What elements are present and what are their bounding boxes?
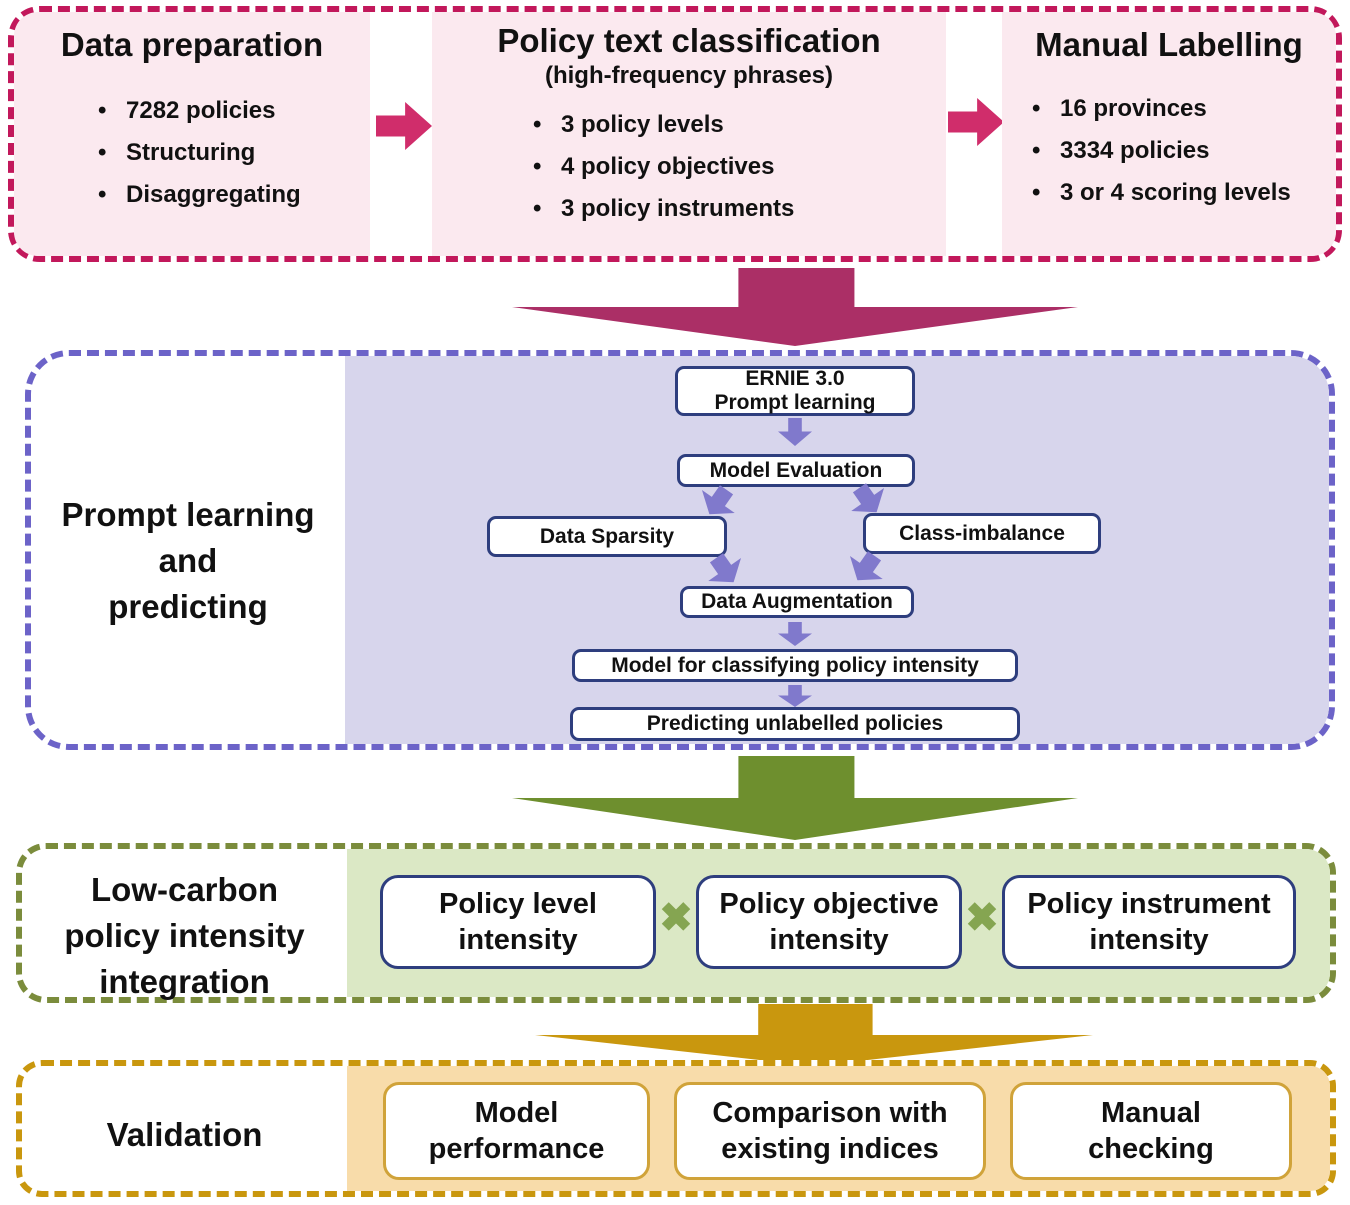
arrow-right-icon [948,98,1004,146]
bullet-item: 3334 policies [1026,130,1336,172]
ernie-line1: ERNIE 3.0 [745,367,845,391]
ernie-line2: Prompt learning [714,391,876,414]
bullet-item: 7282 policies [92,90,370,132]
policy-text-classification-box: Policy text classification (high-frequen… [432,12,946,256]
policy-text-classification-bullets: 3 policy levels 4 policy objectives 3 po… [432,104,946,230]
arrow-right-icon [376,102,432,150]
validation-label: Validation [106,1116,263,1153]
bullet-item: 3 or 4 scoring levels [1026,172,1336,214]
bullet-item: 3 policy levels [527,104,946,146]
section-intensity-integration: Low-carbon policy intensity integration … [16,843,1336,1003]
manual-checking-box: Manual checking [1010,1082,1292,1180]
comparison-indices-box: Comparison with existing indices [674,1082,986,1180]
bullet-item: 3 policy instruments [527,188,946,230]
data-sparsity-node: Data Sparsity [487,516,727,557]
bullet-item: Disaggregating [92,174,370,216]
policy-text-classification-subtitle: (high-frequency phrases) [544,62,834,89]
policy-instrument-intensity-box: Policy instrument intensity [1002,875,1296,969]
section-validation: Validation Model performance Comparison … [16,1060,1336,1197]
data-preparation-bullets: 7282 policies Structuring Disaggregating [14,90,370,216]
big-arrow-down-icon [535,1004,1093,1066]
big-arrow-down-icon [512,268,1078,346]
bullet-item: 4 policy objectives [527,146,946,188]
section-prompt-learning: Prompt learning and predicting ERNIE 3.0… [25,350,1335,750]
model-performance-box: Model performance [383,1082,650,1180]
ernie-node: ERNIE 3.0 Prompt learning [675,366,915,416]
model-classifying-node: Model for classifying policy intensity [572,649,1018,682]
policy-objective-intensity-box: Policy objective intensity [696,875,962,969]
predicting-node: Predicting unlabelled policies [570,707,1020,741]
section-data-pipeline: Data preparation 7282 policies Structuri… [8,6,1342,262]
data-preparation-box: Data preparation 7282 policies Structuri… [14,12,370,256]
integration-label: Low-carbon policy intensity integration [64,871,305,1001]
multiply-icon: ✖ [659,896,693,940]
prompt-learning-label: Prompt learning and predicting [61,496,315,626]
data-augmentation-node: Data Augmentation [680,586,914,618]
policy-level-intensity-box: Policy level intensity [380,875,656,969]
bullet-item: Structuring [92,132,370,174]
policy-text-classification-title: Policy text classification [497,22,881,59]
model-evaluation-node: Model Evaluation [677,454,915,487]
manual-labelling-bullets: 16 provinces 3334 policies 3 or 4 scorin… [1002,88,1336,214]
big-arrow-down-icon [512,756,1078,840]
manual-labelling-box: Manual Labelling 16 provinces 3334 polic… [1002,12,1336,256]
data-preparation-title: Data preparation [60,26,324,63]
multiply-icon: ✖ [965,896,999,940]
manual-labelling-title: Manual Labelling [1035,26,1303,63]
class-imbalance-node: Class-imbalance [863,513,1101,554]
bullet-item: 16 provinces [1026,88,1336,130]
